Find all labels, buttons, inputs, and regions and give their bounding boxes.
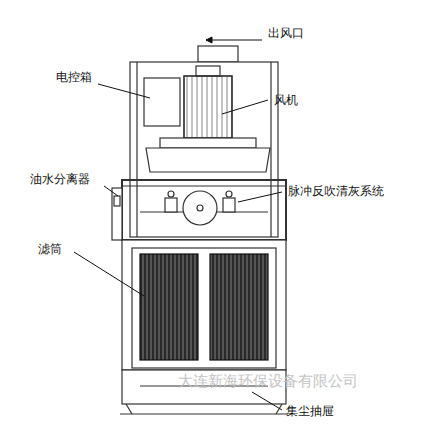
fan-housing (146, 148, 270, 172)
upper-cabinet (130, 62, 278, 237)
callout-label: 电控箱 (56, 70, 92, 84)
air-tank (183, 191, 217, 225)
pulse-section (122, 180, 286, 240)
filter-cartridge (140, 254, 198, 360)
outlet-pipe (198, 46, 238, 62)
callout-label: 油水分离器 (30, 172, 90, 186)
control-box (144, 78, 180, 126)
leader-lines (74, 37, 282, 410)
filter-section (122, 240, 286, 370)
callout-label: 出风口 (268, 26, 304, 40)
legs (126, 404, 282, 414)
callout-label: 风机 (274, 93, 298, 107)
filter-cartridge (210, 254, 268, 360)
callout-label: 脉冲反吹清灰系统 (288, 184, 384, 198)
callout-label: 滤筒 (38, 242, 62, 256)
callout-label: 集尘抽屉 (286, 404, 334, 418)
fan-motor (184, 76, 232, 138)
watermark: 大连新海环保设备有限公司 (178, 372, 358, 390)
